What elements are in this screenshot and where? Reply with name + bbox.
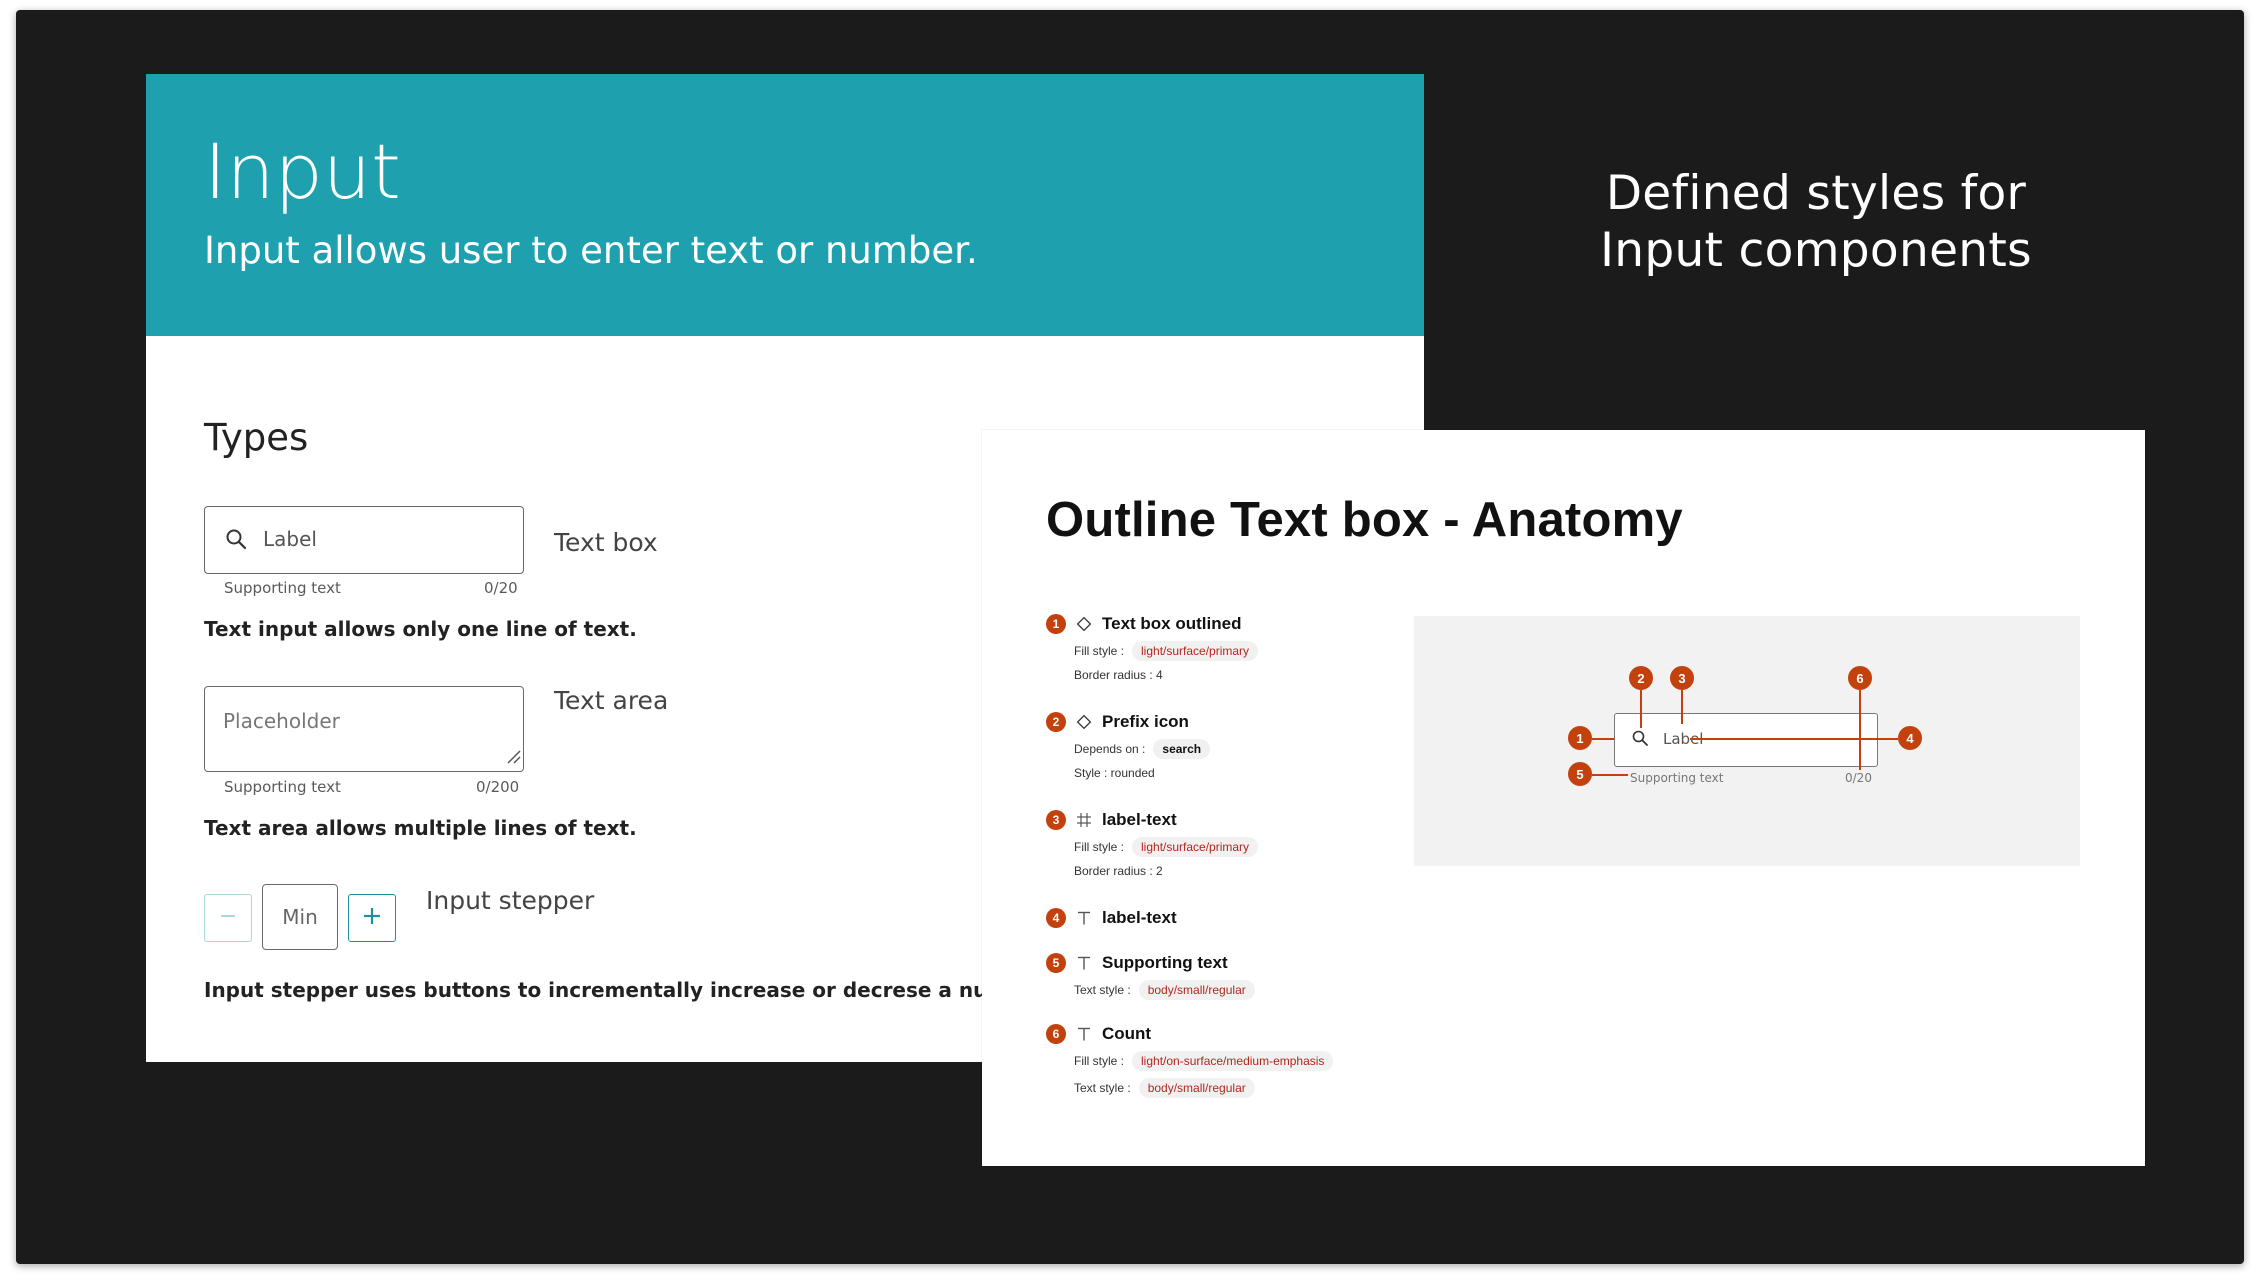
search-icon bbox=[225, 528, 247, 555]
marker-1: 1 bbox=[1568, 726, 1592, 750]
part-name: Text box outlined bbox=[1102, 614, 1242, 633]
stepper-decrement-button[interactable] bbox=[204, 894, 252, 942]
anatomy-part-5: 5 Supporting text bbox=[1046, 953, 1228, 973]
connector-line-1 bbox=[1592, 738, 1614, 740]
text-box-description: Text input allows only one line of text. bbox=[204, 617, 637, 641]
text-area-input[interactable]: Placeholder bbox=[204, 686, 524, 772]
part-name: Prefix icon bbox=[1102, 712, 1189, 731]
part-name: label-text bbox=[1102, 908, 1177, 927]
part-prop: Border radius : 4 bbox=[1074, 668, 1163, 682]
anatomy-title: Outline Text box - Anatomy bbox=[1046, 493, 1683, 547]
text-area-placeholder: Placeholder bbox=[223, 709, 340, 733]
text-area-count: 0/200 bbox=[476, 778, 520, 796]
part-prop: Text style : body/small/regular bbox=[1074, 980, 1255, 1000]
part-number: 5 bbox=[1046, 953, 1066, 973]
part-number: 4 bbox=[1046, 908, 1066, 928]
text-box-input[interactable]: Label bbox=[204, 506, 524, 574]
component-diamond-icon bbox=[1074, 614, 1094, 634]
prop-key: Text style : bbox=[1074, 983, 1131, 997]
prop-key: Fill style : bbox=[1074, 840, 1125, 854]
part-prop: Fill style : light/on-surface/medium-emph… bbox=[1074, 1051, 1334, 1071]
prop-key: Fill style : bbox=[1074, 644, 1125, 658]
text-icon bbox=[1074, 953, 1094, 973]
part-prop: Border radius : 2 bbox=[1074, 864, 1163, 878]
connector-line-2 bbox=[1640, 690, 1642, 728]
prop-token: light/on-surface/medium-emphasis bbox=[1132, 1051, 1334, 1071]
text-icon bbox=[1074, 908, 1094, 928]
marker-3: 3 bbox=[1670, 666, 1694, 690]
banner-title: Input bbox=[204, 127, 401, 216]
anatomy-diagram: Label Supporting text 0/20 1 2 3 4 5 6 bbox=[1414, 616, 2080, 866]
stepper-increment-button[interactable] bbox=[348, 894, 396, 942]
prop-key: Border radius : 2 bbox=[1074, 864, 1163, 878]
text-box-supporting-text: Supporting text bbox=[224, 579, 341, 597]
part-name: label-text bbox=[1102, 810, 1177, 829]
resize-handle-icon[interactable] bbox=[505, 748, 521, 769]
stepper-value: Min bbox=[282, 905, 318, 929]
prop-key: Fill style : bbox=[1074, 1054, 1125, 1068]
part-prop: Text style : body/small/regular bbox=[1074, 1078, 1255, 1098]
headline: Defined styles for Input components bbox=[1556, 165, 2076, 279]
headline-line-2: Input components bbox=[1600, 223, 2032, 278]
anatomy-part-6: 6 Count bbox=[1046, 1024, 1151, 1044]
prop-key: Style : rounded bbox=[1074, 766, 1155, 780]
marker-5: 5 bbox=[1568, 762, 1592, 786]
anatomy-card: Outline Text box - Anatomy 1 Text box ou… bbox=[982, 430, 2145, 1166]
part-prop: Fill style : light/surface/primary bbox=[1074, 837, 1259, 857]
search-icon bbox=[1631, 729, 1649, 752]
frame-icon bbox=[1074, 810, 1094, 830]
prop-key: Depends on : bbox=[1074, 742, 1146, 756]
prop-token: light/surface/primary bbox=[1132, 641, 1259, 661]
headline-line-1: Defined styles for bbox=[1605, 166, 2027, 221]
marker-4: 4 bbox=[1898, 726, 1922, 750]
prop-key: Border radius : 4 bbox=[1074, 668, 1163, 682]
part-name: Supporting text bbox=[1102, 953, 1228, 972]
part-prop: Fill style : light/surface/primary bbox=[1074, 641, 1259, 661]
anatomy-part-4: 4 label-text bbox=[1046, 908, 1177, 928]
part-name: Count bbox=[1102, 1024, 1152, 1043]
prop-token: light/surface/primary bbox=[1132, 837, 1259, 857]
anatomy-part-3: 3 label-text bbox=[1046, 810, 1177, 830]
text-area-supporting-text: Supporting text bbox=[224, 778, 341, 796]
stepper-type-name: Input stepper bbox=[426, 886, 595, 915]
prop-token: body/small/regular bbox=[1138, 980, 1255, 1000]
diagram-text-box: Label bbox=[1614, 713, 1878, 767]
text-icon bbox=[1074, 1024, 1094, 1044]
part-number: 3 bbox=[1046, 810, 1066, 830]
banner: Input Input allows user to enter text or… bbox=[146, 74, 1424, 336]
text-box-type-name: Text box bbox=[554, 528, 658, 557]
prop-token: body/small/regular bbox=[1138, 1078, 1255, 1098]
anatomy-part-1: 1 Text box outlined bbox=[1046, 614, 1241, 634]
part-number: 1 bbox=[1046, 614, 1066, 634]
connector-line-4 bbox=[1690, 738, 1898, 740]
part-number: 6 bbox=[1046, 1024, 1066, 1044]
text-area-type-name: Text area bbox=[554, 686, 669, 715]
part-number: 2 bbox=[1046, 712, 1066, 732]
diagram-label: Label bbox=[1663, 730, 1704, 748]
prop-key: Text style : bbox=[1074, 1081, 1131, 1095]
text-box-count: 0/20 bbox=[484, 579, 518, 597]
diagram-supporting-text: Supporting text bbox=[1630, 771, 1724, 785]
part-prop: Style : rounded bbox=[1074, 766, 1155, 780]
connector-line-3 bbox=[1681, 690, 1683, 724]
minus-icon bbox=[218, 906, 238, 931]
text-area-description: Text area allows multiple lines of text. bbox=[204, 816, 637, 840]
prop-token: search bbox=[1153, 739, 1211, 759]
banner-subtitle: Input allows user to enter text or numbe… bbox=[204, 229, 978, 272]
connector-line-6 bbox=[1859, 690, 1861, 770]
anatomy-part-2: 2 Prefix icon bbox=[1046, 712, 1189, 732]
stepper-value-field[interactable]: Min bbox=[262, 884, 338, 950]
marker-6: 6 bbox=[1848, 666, 1872, 690]
connector-line-5 bbox=[1592, 774, 1628, 776]
component-diamond-icon bbox=[1074, 712, 1094, 732]
types-heading: Types bbox=[204, 416, 309, 459]
diagram-count: 0/20 bbox=[1845, 771, 1872, 785]
marker-2: 2 bbox=[1629, 666, 1653, 690]
plus-icon bbox=[361, 905, 383, 932]
text-box-label: Label bbox=[263, 527, 317, 551]
part-prop: Depends on : search bbox=[1074, 739, 1211, 759]
